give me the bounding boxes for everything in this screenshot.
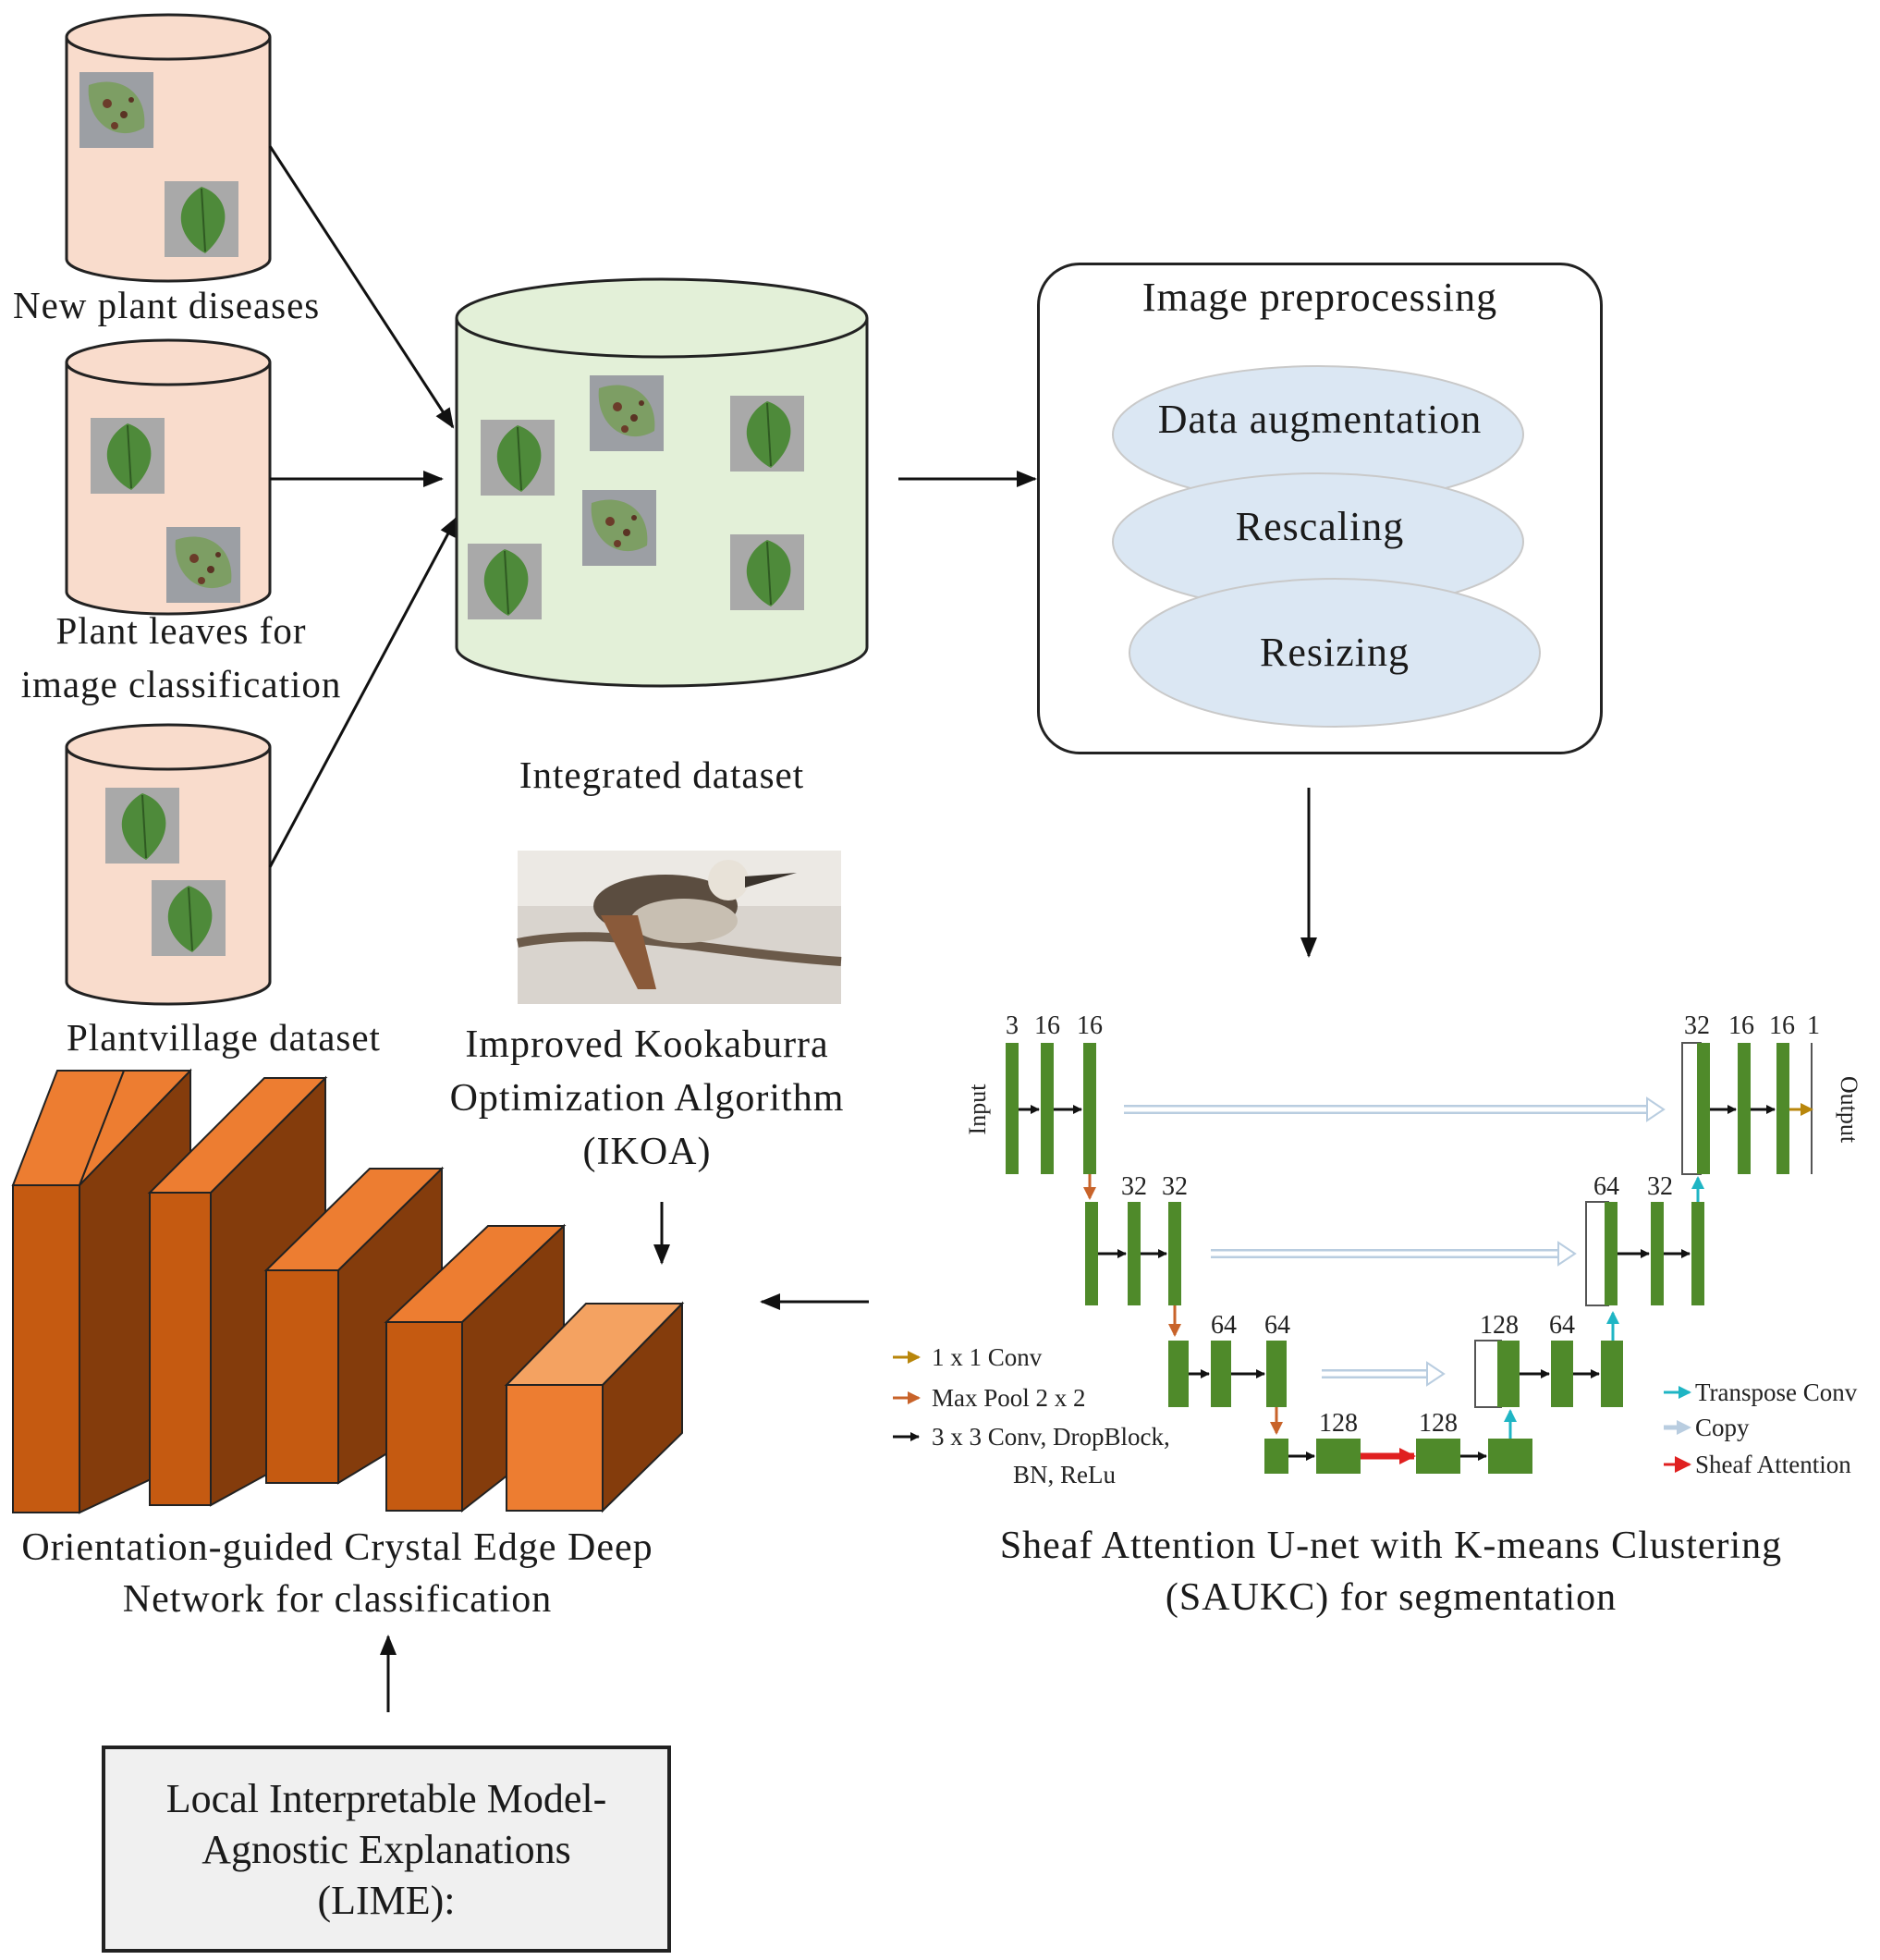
preprocessing-box — [1037, 263, 1603, 754]
unet-enc1-channel-label: 16 — [1034, 1011, 1060, 1040]
unet-dec2-channel-label: 32 — [1647, 1172, 1673, 1201]
unet-dec2-block — [1691, 1202, 1704, 1305]
unet-dec1-block — [1738, 1043, 1751, 1174]
arrow-source3-to-integrated — [268, 516, 458, 868]
preprocessing-title: Image preprocessing — [1141, 275, 1498, 320]
leaf-image — [90, 417, 165, 495]
unet-enc2-block — [1168, 1202, 1181, 1305]
integrated-dataset-label: Integrated dataset — [519, 753, 805, 796]
unet-copy-arrow-2-head — [1557, 1241, 1577, 1267]
ikoa-label-line1: Improved Kookaburra — [465, 1023, 829, 1066]
unet-enc2-channel-label: 32 — [1162, 1172, 1188, 1201]
source-label-new-plant-diseases: New plant diseases — [13, 284, 321, 326]
leaf-image — [590, 375, 664, 451]
unet-dec1-block — [1776, 1043, 1789, 1174]
unet-enc3-channel-label: 64 — [1264, 1311, 1290, 1340]
unet-copy-arrow-1-head — [1646, 1096, 1666, 1122]
classifier-label-line1: Orientation-guided Crystal Edge Deep — [21, 1526, 653, 1569]
leaf-image — [164, 180, 239, 258]
unet-dec1-block — [1697, 1043, 1710, 1174]
unet-dec2-block — [1651, 1202, 1664, 1305]
leaf-image — [79, 72, 153, 148]
unet-enc3-block — [1168, 1341, 1189, 1407]
unet-enc3-channel-label: 64 — [1211, 1311, 1237, 1340]
leaf-image — [467, 543, 543, 620]
classifier-label-line2: Network for classification — [122, 1578, 553, 1621]
arrow-source1-to-integrated — [268, 145, 455, 429]
leaf-image — [729, 533, 805, 611]
unet-bottleneck-channel-label: 128 — [1419, 1409, 1458, 1438]
unet-enc3-block — [1266, 1341, 1287, 1407]
unet-copy-arrow-3-head — [1426, 1361, 1446, 1387]
source-label-plant-leaves-line2: image classification — [20, 663, 342, 705]
source-label-plant-leaves-line1: Plant leaves for — [55, 609, 307, 652]
source-db-plantvillage — [65, 723, 272, 1006]
unet-enc1-block — [1006, 1043, 1019, 1174]
unet-dec2-block — [1605, 1202, 1618, 1305]
lime-label-line1: Local Interpretable Model- — [165, 1775, 607, 1821]
step-data-augmentation: Data augmentation — [1157, 397, 1483, 442]
unet-bottleneck-block — [1416, 1439, 1460, 1474]
lime-label-line2: Agnostic Explanations — [201, 1826, 571, 1872]
unet-legend-right-arrow-head — [1677, 1420, 1691, 1435]
leaf-image — [582, 490, 656, 566]
integrated-dataset-db — [455, 277, 869, 688]
unet-enc2-channel-label: 32 — [1121, 1172, 1147, 1201]
unet-dec1-channel-label: 16 — [1769, 1011, 1795, 1040]
unet-dec3-copy-block — [1474, 1340, 1502, 1408]
unet-dec3-block — [1551, 1341, 1573, 1407]
lime-label-line3: (LIME): — [317, 1877, 456, 1923]
unet-dec3-block — [1497, 1341, 1520, 1407]
unet-bottleneck-channel-label: 128 — [1319, 1409, 1358, 1438]
unet-legend-left-text: 3 x 3 Conv, DropBlock, — [932, 1423, 1170, 1451]
unet-enc1-block — [1083, 1043, 1096, 1174]
unet-caption-line2: (SAUKC) for segmentation — [1165, 1576, 1618, 1619]
unet-legend-right-text: Transpose Conv — [1695, 1378, 1858, 1406]
lime-box: Local Interpretable Model- Agnostic Expl… — [102, 1746, 671, 1953]
unet-bottleneck-block — [1488, 1439, 1532, 1474]
unet-enc3-block — [1211, 1341, 1231, 1407]
leaf-image — [166, 527, 240, 603]
unet-dec1-channel-label: 16 — [1728, 1011, 1754, 1040]
ikoa-label-line2: Optimization Algorithm — [449, 1077, 845, 1120]
leaf-image — [480, 419, 555, 496]
unet-bottleneck-block — [1264, 1439, 1288, 1474]
cnn-block-5 — [504, 1301, 685, 1513]
unet-legend-left-text-2: BN, ReLu — [1013, 1461, 1116, 1488]
unet-enc1-channel-label: 3 — [1006, 1011, 1019, 1040]
unet-enc2-block — [1128, 1202, 1141, 1305]
ikoa-label-line3: (IKOA) — [582, 1131, 712, 1173]
source-db-plant-leaves — [65, 338, 272, 616]
unet-dec1-channel-label: 1 — [1807, 1011, 1820, 1040]
unet-legend-right-text: Sheaf Attention — [1695, 1451, 1851, 1478]
leaf-image — [104, 787, 180, 864]
step-rescaling: Rescaling — [1235, 504, 1405, 549]
unet-dec1-channel-label: 32 — [1684, 1011, 1710, 1040]
source-label-plantvillage: Plantvillage dataset — [67, 1016, 381, 1059]
step-resizing: Resizing — [1260, 630, 1410, 675]
source-db-new-plant-diseases — [65, 13, 272, 283]
unet-enc2-block — [1085, 1202, 1098, 1305]
unet-caption-line1: Sheaf Attention U-net with K-means Clust… — [999, 1525, 1783, 1567]
unet-output-label: Output — [1836, 1076, 1862, 1144]
unet-dec2-channel-label: 64 — [1593, 1172, 1619, 1201]
leaf-image — [729, 395, 805, 472]
unet-enc1-channel-label: 16 — [1077, 1011, 1103, 1040]
unet-input-label: Input — [964, 1084, 991, 1135]
leaf-image — [151, 879, 226, 957]
unet-dec3-block — [1601, 1341, 1623, 1407]
ellipse-resizing — [1129, 578, 1541, 728]
unet-legend-left-text: 1 x 1 Conv — [932, 1343, 1043, 1371]
unet-bottleneck-block — [1316, 1439, 1361, 1474]
unet-legend-left-text: Max Pool 2 x 2 — [932, 1384, 1086, 1412]
unet-dec3-channel-label: 64 — [1549, 1311, 1575, 1340]
unet-enc1-block — [1041, 1043, 1054, 1174]
kookaburra-image — [517, 851, 842, 1004]
unet-legend-right-text: Copy — [1695, 1414, 1750, 1441]
unet-dec3-channel-label: 128 — [1480, 1311, 1519, 1340]
